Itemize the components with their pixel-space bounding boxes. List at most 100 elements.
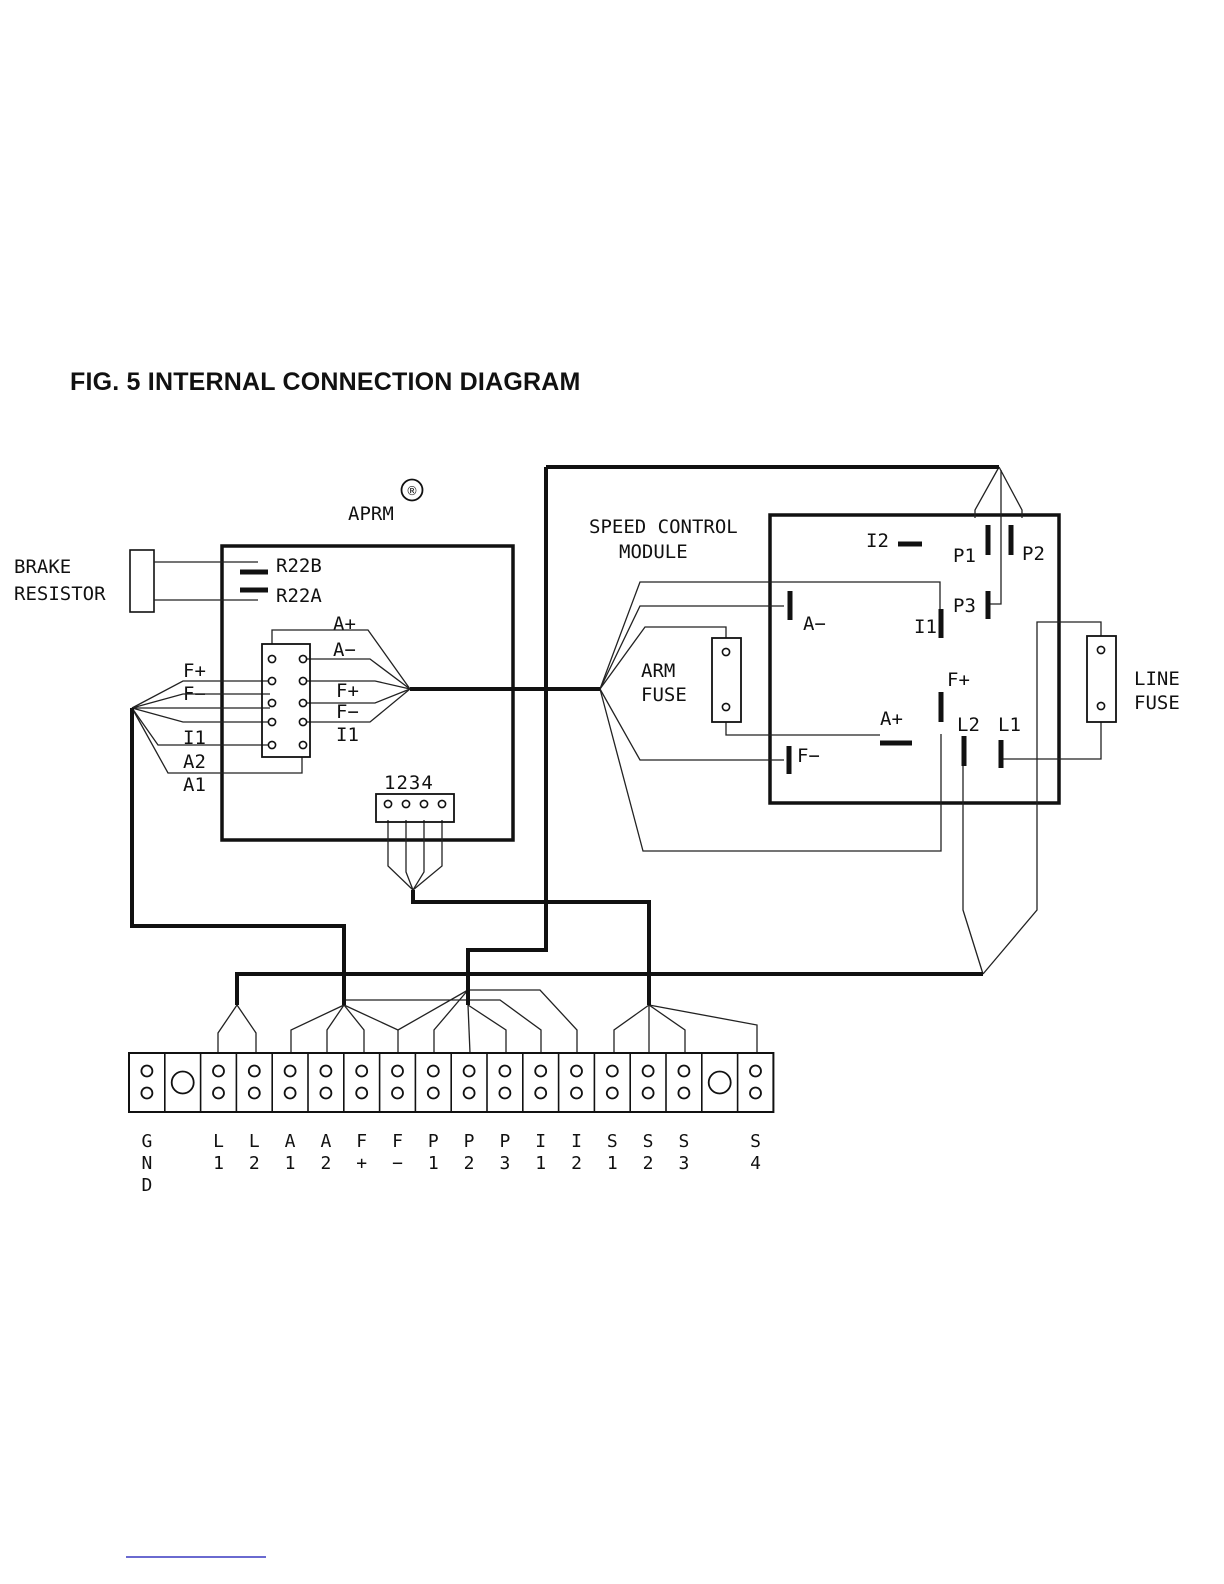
terminal-label: N <box>141 1153 152 1174</box>
module-terminal-l2-label: L2 <box>957 714 980 736</box>
terminal-screw <box>571 1066 582 1077</box>
terminal-screw <box>141 1088 152 1099</box>
terminal-screw <box>464 1088 475 1099</box>
terminal-screw <box>356 1066 367 1077</box>
terminal-label: 1 <box>535 1153 546 1174</box>
terminal-label: D <box>141 1175 152 1196</box>
terminal-label: + <box>356 1153 367 1174</box>
terminal-screw <box>320 1088 331 1099</box>
terminal-label: 2 <box>643 1153 654 1174</box>
terminal-label: I <box>571 1131 582 1152</box>
terminal-label: I <box>535 1131 546 1152</box>
terminal-label: 2 <box>571 1153 582 1174</box>
module-label: MODULE <box>619 541 688 563</box>
terminal-screw <box>428 1088 439 1099</box>
terminal-label: 2 <box>320 1153 331 1174</box>
terminal-screw <box>643 1088 654 1099</box>
aprm-right-label: F− <box>336 701 359 723</box>
brake-label: BRAKE <box>14 556 71 578</box>
terminal-label: 2 <box>464 1153 475 1174</box>
r22b-label: R22B <box>276 555 322 577</box>
arm-fuse-label: FUSE <box>641 684 687 706</box>
mounting-hole <box>709 1072 731 1094</box>
terminal-screw <box>499 1066 510 1077</box>
module-terminal-l1-label: L1 <box>998 714 1021 736</box>
terminal-screw <box>285 1066 296 1077</box>
terminal-label: − <box>392 1153 403 1174</box>
terminal-screw <box>678 1088 689 1099</box>
aprm-left-label: A1 <box>183 774 206 796</box>
aprm-label: APRM <box>348 503 394 525</box>
aprm-right-label: A− <box>333 639 356 661</box>
terminal-screw <box>535 1066 546 1077</box>
terminal-screw <box>464 1066 475 1077</box>
terminal-screw <box>750 1066 761 1077</box>
terminal-label: S <box>607 1131 618 1152</box>
terminal-screw <box>535 1088 546 1099</box>
aprm-right-label: I1 <box>336 724 359 746</box>
terminal-screw <box>249 1088 260 1099</box>
terminal-screw <box>320 1066 331 1077</box>
brake-resistor-body <box>130 550 154 612</box>
aprm-4pin-connector-pins <box>384 800 445 807</box>
terminal-label: 3 <box>499 1153 510 1174</box>
terminal-label: 1 <box>213 1153 224 1174</box>
terminal-label: S <box>643 1131 654 1152</box>
arm-fuse-contact <box>722 703 729 710</box>
aprm-right-label: F+ <box>336 680 359 702</box>
terminal-screw <box>392 1066 403 1077</box>
r22a-label: R22A <box>276 585 322 607</box>
arm-label: ARM <box>641 660 675 682</box>
terminal-screw <box>392 1088 403 1099</box>
terminal-label: S <box>678 1131 689 1152</box>
terminal-label: G <box>141 1131 152 1152</box>
terminal-screw <box>213 1066 224 1077</box>
line-label: LINE <box>1134 668 1180 690</box>
terminal-screw <box>499 1088 510 1099</box>
terminal-screw <box>428 1066 439 1077</box>
module-terminal-i2-label: I2 <box>866 530 889 552</box>
line-fuse-label: FUSE <box>1134 692 1180 714</box>
terminal-screw <box>285 1088 296 1099</box>
terminal-label: 1 <box>428 1153 439 1174</box>
module-terminal-p1-label: P1 <box>953 545 976 567</box>
module-terminal-i1-label: I1 <box>914 616 937 638</box>
terminal-screw <box>213 1088 224 1099</box>
terminal-screw <box>141 1066 152 1077</box>
module-terminal-a-plus-label: A+ <box>880 708 903 730</box>
aprm-left-label: I1 <box>183 727 206 749</box>
terminal-label: P <box>499 1131 510 1152</box>
line-fuse-contact <box>1097 702 1104 709</box>
aprm-left-label: F+ <box>183 660 206 682</box>
terminal-label: 2 <box>249 1153 260 1174</box>
module-terminal-p3-label: P3 <box>953 595 976 617</box>
registered-mark: ® <box>406 484 418 498</box>
line-fuse-contact <box>1097 646 1104 653</box>
terminal-label: A <box>320 1131 331 1152</box>
mounting-hole <box>172 1072 194 1094</box>
aprm-main-connector-pins <box>268 655 306 748</box>
aprm-left-label: A2 <box>183 751 206 773</box>
arm-fuse-contact <box>722 648 729 655</box>
footer-rule <box>126 1556 266 1558</box>
terminal-screw <box>607 1066 618 1077</box>
module-terminal-p2-label: P2 <box>1022 543 1045 565</box>
terminal-label: 4 <box>750 1153 761 1174</box>
terminal-label: P <box>464 1131 475 1152</box>
terminal-label: L <box>249 1131 260 1152</box>
terminal-screw <box>249 1066 260 1077</box>
terminal-label: L <box>213 1131 224 1152</box>
terminal-screw <box>643 1066 654 1077</box>
resistor-label: RESISTOR <box>14 583 106 605</box>
speed-control-label: SPEED CONTROL <box>589 516 738 538</box>
terminal-label: S <box>750 1131 761 1152</box>
terminal-screw <box>607 1088 618 1099</box>
terminal-label: A <box>285 1131 296 1152</box>
terminal-screw <box>356 1088 367 1099</box>
terminal-label: 3 <box>678 1153 689 1174</box>
terminal-screw <box>571 1088 582 1099</box>
terminal-screw <box>750 1088 761 1099</box>
aprm-right-label: A+ <box>333 613 356 635</box>
